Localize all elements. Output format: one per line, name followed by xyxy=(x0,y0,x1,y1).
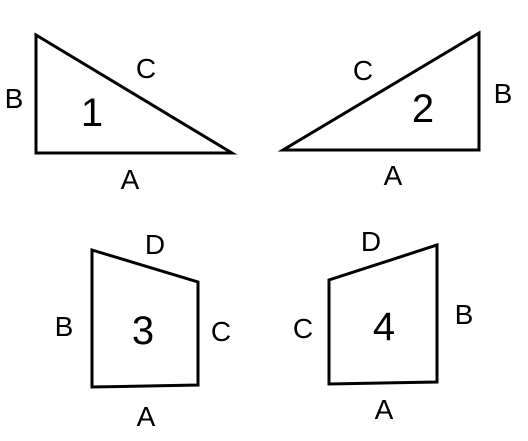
shape-1-label-vertical: B xyxy=(5,83,24,114)
shape-1-label-slanted: C xyxy=(136,53,156,84)
shape-1-label-horizontal: A xyxy=(121,164,140,195)
shape-2-group: A B C 2 xyxy=(277,30,513,191)
shape-4-label-top: D xyxy=(361,226,381,257)
shape-1-group: A B C 1 xyxy=(5,32,238,195)
shape-4-label-bottom: A xyxy=(375,394,394,425)
shape-2-label-vertical: B xyxy=(494,78,513,109)
shape-3-outline xyxy=(90,247,200,389)
shape-4-number: 4 xyxy=(373,305,395,349)
shape-4-label-left: C xyxy=(293,313,313,344)
shape-4-outline xyxy=(327,242,439,386)
shape-1-number: 1 xyxy=(81,91,103,135)
shape-4-group: A B C D 4 xyxy=(293,226,473,425)
shape-3-label-bottom: A xyxy=(137,401,156,432)
shape-3-label-top: D xyxy=(145,229,165,260)
shape-3-label-right: C xyxy=(211,316,231,347)
shape-4-label-right: B xyxy=(455,299,474,330)
shape-3-label-left: B xyxy=(55,311,74,342)
shape-2-label-slanted: C xyxy=(353,55,373,86)
shape-1-outline xyxy=(34,32,238,155)
shape-3-number: 3 xyxy=(132,309,154,353)
shape-2-number: 2 xyxy=(412,87,434,131)
shape-2-outline xyxy=(277,30,481,152)
shape-3-group: A B C D 3 xyxy=(55,229,231,432)
shape-2-label-horizontal: A xyxy=(384,160,403,191)
